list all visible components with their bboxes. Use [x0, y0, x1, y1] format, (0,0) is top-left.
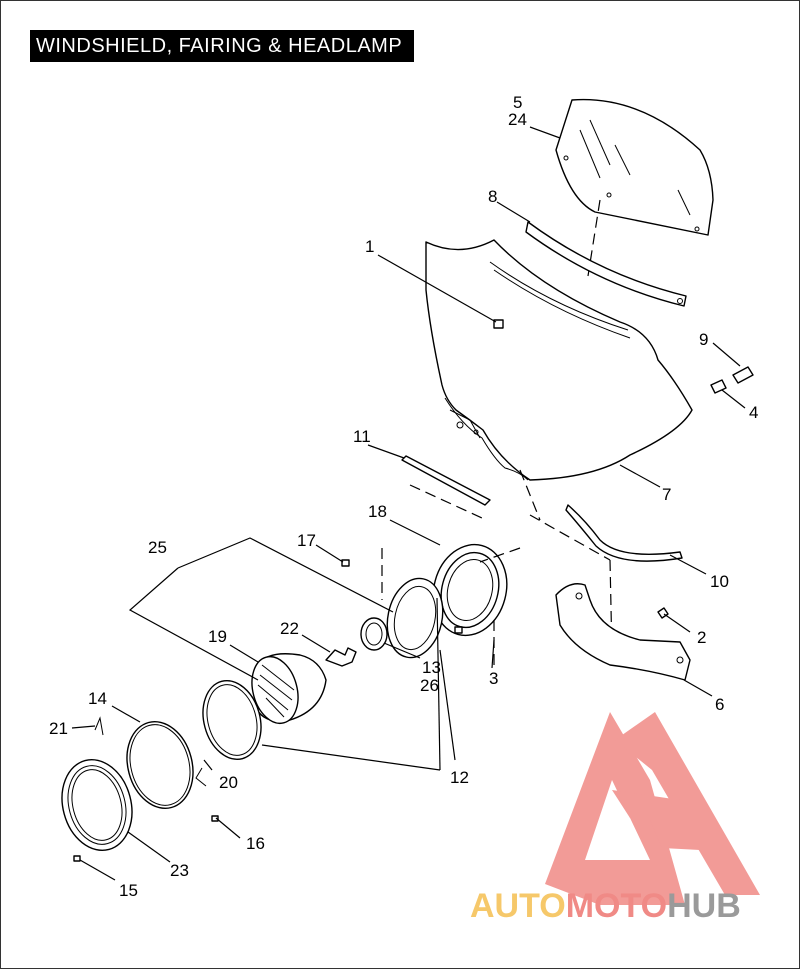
callout-9: 9 — [699, 330, 708, 349]
fairing-outer-shell — [425, 239, 693, 481]
diagram-title: WINDSHIELD, FAIRING & HEADLAMP — [30, 30, 415, 62]
fairing-screw — [493, 319, 504, 329]
headlamp-bucket-ring — [386, 577, 444, 659]
callout-4: 4 — [749, 403, 758, 422]
callout-6: 6 — [715, 695, 724, 714]
callout-5: 5 — [513, 93, 522, 112]
callout-11: 11 — [353, 427, 371, 446]
windshield-mount-line — [587, 199, 601, 277]
callout-16: 16 — [246, 834, 265, 853]
bezel-screw — [73, 855, 81, 862]
callout-23: 23 — [170, 861, 189, 880]
watermark-text: AUTOMOTOHUB — [470, 887, 741, 925]
callout-10: 10 — [710, 572, 729, 591]
watermark-triangle — [545, 712, 685, 905]
lamp-retaining-ring — [202, 679, 262, 761]
windshield-trim-strip — [525, 221, 687, 307]
callout-12: 12 — [450, 768, 469, 787]
callout-labels: 1 2 3 4 5 6 7 8 9 10 11 12 13 14 15 16 1… — [49, 93, 758, 900]
callout-2: 2 — [697, 628, 706, 647]
callout-25: 25 — [148, 538, 167, 557]
svg-text:AUTOMOTOHUB: AUTOMOTOHUB — [470, 887, 741, 925]
callout-3: 3 — [489, 669, 498, 688]
watermark-word-auto: AUTO — [470, 887, 566, 925]
lower-trim-strip — [401, 455, 491, 506]
leader-lines — [71, 126, 746, 881]
callout-15: 15 — [119, 881, 138, 900]
ring-screw — [341, 559, 350, 567]
fairing-bracket — [555, 583, 691, 681]
well-nut — [710, 379, 727, 394]
callout-21: 21 — [49, 719, 68, 738]
callout-26: 26 — [420, 676, 439, 695]
bulb-socket — [360, 617, 388, 651]
callout-19: 19 — [208, 627, 227, 646]
callout-22: 22 — [280, 619, 299, 638]
rubber-edge-strip — [565, 504, 683, 562]
headlamp-bulb — [325, 647, 357, 667]
watermark-word-hub: HUB — [667, 887, 741, 925]
bracket-screw — [657, 607, 669, 619]
spring-clip — [94, 716, 104, 736]
mounting-screw — [732, 366, 754, 384]
callout-18: 18 — [368, 502, 387, 521]
retaining-clip — [195, 767, 207, 787]
callout-7: 7 — [662, 485, 671, 504]
callout-14: 14 — [88, 689, 107, 708]
sealed-beam-lamp — [251, 653, 327, 725]
watermark-logo — [545, 712, 760, 905]
callout-13: 13 — [422, 658, 441, 677]
watermark-word-moto: MOTO — [566, 887, 667, 925]
headlamp-trim-ring — [126, 720, 194, 810]
windshield — [555, 98, 714, 236]
headlamp-bezel — [61, 759, 133, 851]
callout-8: 8 — [488, 187, 497, 206]
headlamp-mounting-ring — [432, 543, 508, 637]
callout-1: 1 — [365, 237, 374, 256]
callout-17: 17 — [297, 531, 316, 550]
lamp-ring-screw — [211, 815, 219, 822]
callout-24: 24 — [508, 110, 527, 129]
callout-20: 20 — [219, 773, 238, 792]
